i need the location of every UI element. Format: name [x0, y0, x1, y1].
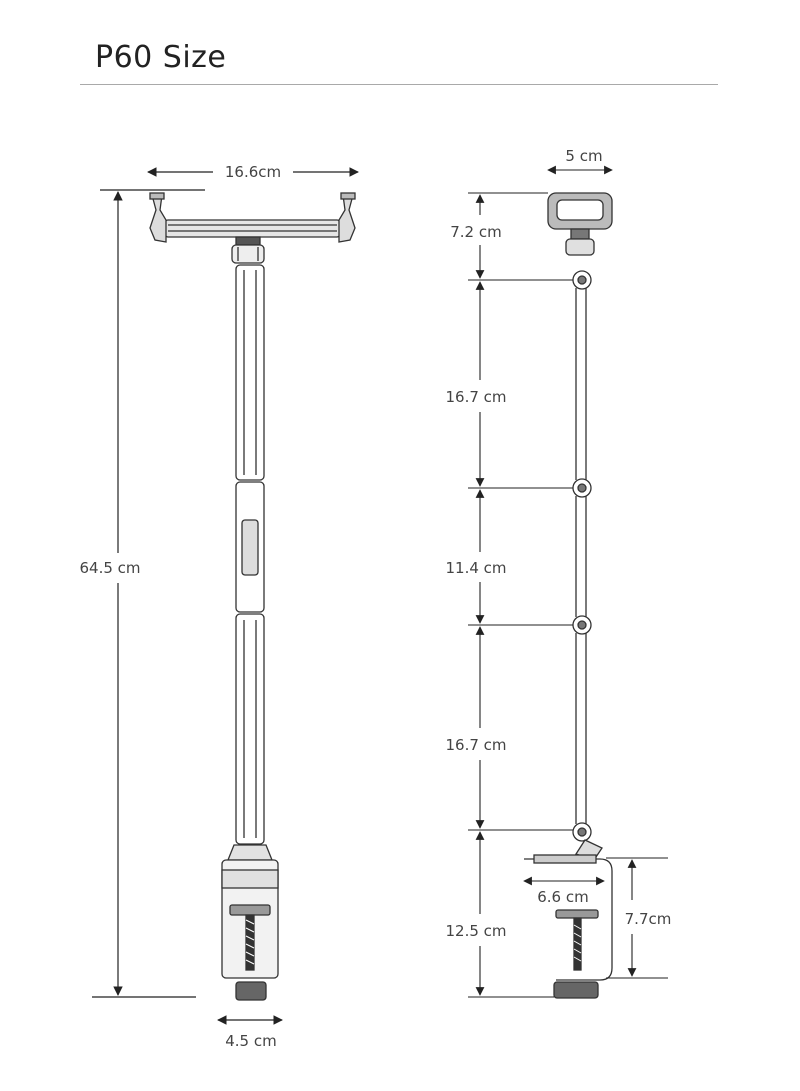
clamp-opening-label: 6.6 cm: [537, 888, 588, 906]
side-head: [547, 192, 613, 256]
title-divider: [80, 84, 718, 85]
seg4-label: 16.7 cm: [445, 736, 506, 754]
seg5-label: 12.5 cm: [445, 922, 506, 940]
front-dimensions: [92, 167, 359, 1025]
side-arm: [572, 270, 603, 861]
clamp-height-label: 7.7cm: [625, 910, 672, 928]
page-title: P60 Size: [95, 40, 227, 75]
arm: [235, 264, 265, 845]
desk-clamp: [221, 844, 279, 1001]
width-top-label: 16.6cm: [225, 163, 281, 181]
seg2-label: 16.7 cm: [445, 388, 506, 406]
head-width-label: 5 cm: [565, 147, 602, 165]
tablet-holder: [149, 192, 356, 243]
front-view: [149, 192, 356, 1001]
side-clamp: [524, 854, 613, 999]
side-dimensions: [468, 165, 668, 998]
head-joint: [231, 236, 265, 264]
total-height-label: 64.5 cm: [79, 559, 140, 577]
seg3-label: 11.4 cm: [445, 559, 506, 577]
side-view: [524, 192, 613, 999]
seg1-label: 7.2 cm: [450, 223, 501, 241]
clamp-width-label: 4.5 cm: [225, 1032, 276, 1050]
